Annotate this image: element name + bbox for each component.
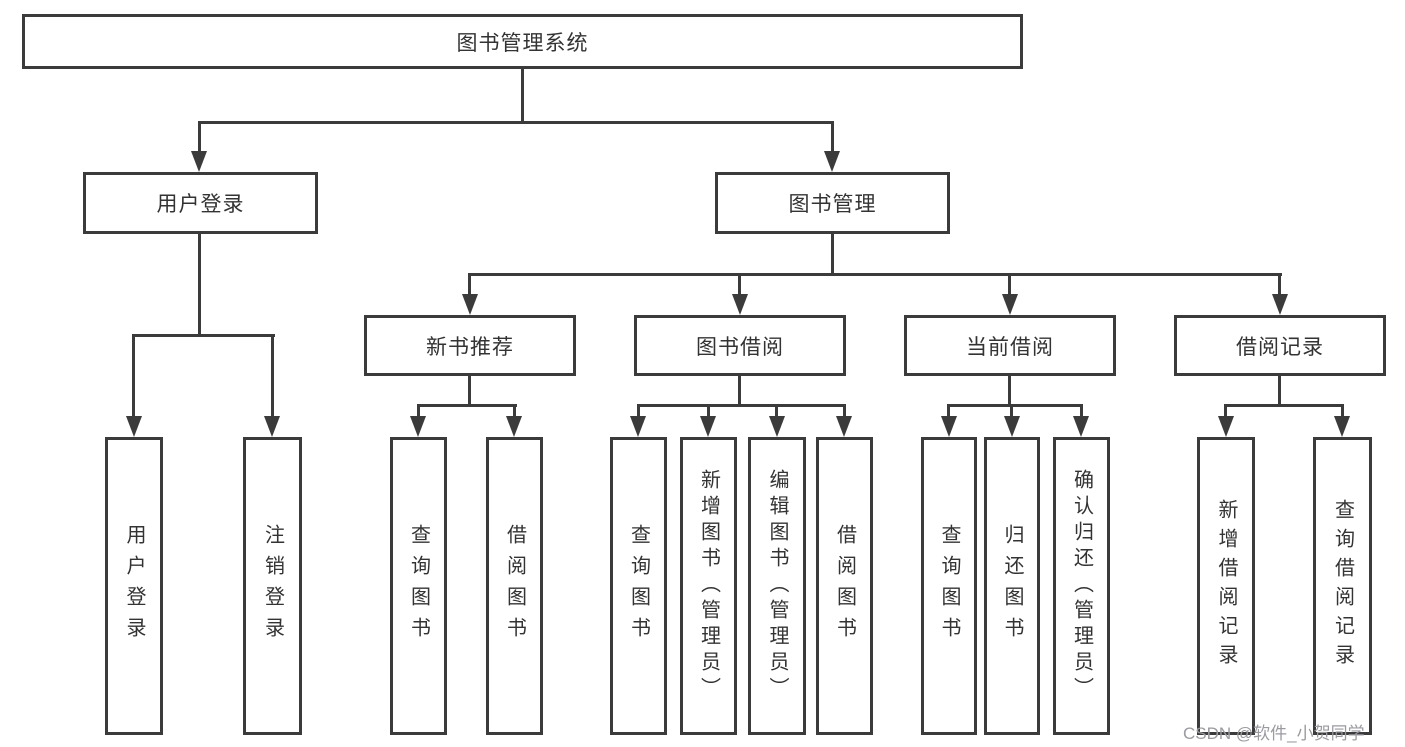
connector-line — [775, 404, 778, 420]
node-library-management-system: 图书管理系统 — [22, 14, 1023, 69]
node-leaf-confirm-return-admin: 确认归还（管理员） — [1053, 437, 1110, 735]
connector-line — [738, 273, 741, 299]
connector-line — [947, 404, 1083, 407]
node-leaf-logout: 注销登录 — [243, 437, 302, 735]
arrow-down-icon — [769, 416, 785, 437]
connector-line — [738, 375, 741, 407]
node-leaf-return-books: 归还图书 — [984, 437, 1040, 735]
arrow-down-icon — [941, 416, 957, 437]
connector-line — [1278, 375, 1281, 407]
arrow-down-icon — [732, 294, 748, 315]
connector-line — [1278, 273, 1281, 299]
connector-line — [513, 404, 516, 420]
connector-line — [521, 68, 524, 124]
arrow-down-icon — [1004, 416, 1020, 437]
connector-line — [133, 334, 275, 337]
arrow-down-icon — [1073, 416, 1089, 437]
node-new-book-recommend: 新书推荐 — [364, 315, 576, 376]
node-user-login: 用户登录 — [83, 172, 318, 234]
connector-line — [468, 273, 1282, 276]
node-leaf-add-borrow-record: 新增借阅记录 — [1197, 437, 1255, 735]
connector-line — [198, 234, 201, 337]
arrow-down-icon — [1334, 416, 1350, 437]
connector-line — [198, 121, 201, 159]
connector-line — [947, 404, 950, 420]
connector-line — [1010, 404, 1013, 420]
csdn-watermark: CSDN @软件_小贺同学 — [1183, 724, 1365, 743]
node-leaf-query-borrow-record: 查询借阅记录 — [1313, 437, 1372, 735]
connector-line — [1224, 404, 1227, 420]
node-leaf-borrow-books-recommend: 借阅图书 — [486, 437, 543, 735]
arrow-down-icon — [264, 416, 280, 437]
connector-line — [637, 404, 846, 407]
connector-line — [271, 334, 274, 422]
connector-line — [831, 121, 834, 159]
node-current-borrow: 当前借阅 — [904, 315, 1116, 376]
connector-line — [468, 375, 471, 407]
node-leaf-borrow-books: 借阅图书 — [816, 437, 873, 735]
node-leaf-query-books-recommend: 查询图书 — [390, 437, 447, 735]
arrow-down-icon — [410, 416, 426, 437]
connector-line — [468, 273, 471, 299]
connector-line — [637, 404, 640, 420]
node-book-management: 图书管理 — [715, 172, 950, 234]
connector-line — [1080, 404, 1083, 420]
arrow-down-icon — [126, 416, 142, 437]
arrow-down-icon — [700, 416, 716, 437]
node-leaf-query-books-current: 查询图书 — [921, 437, 977, 735]
node-borrow-records: 借阅记录 — [1174, 315, 1386, 376]
arrow-down-icon — [191, 151, 207, 172]
arrow-down-icon — [836, 416, 852, 437]
arrow-down-icon — [506, 416, 522, 437]
connector-line — [417, 404, 517, 407]
connector-line — [1224, 404, 1344, 407]
connector-line — [843, 404, 846, 420]
connector-line — [1008, 375, 1011, 407]
node-leaf-add-books-admin: 新增图书（管理员） — [680, 437, 737, 735]
node-leaf-query-books-borrow: 查询图书 — [610, 437, 667, 735]
connector-line — [707, 404, 710, 420]
arrow-down-icon — [1272, 294, 1288, 315]
connector-line — [132, 334, 135, 422]
node-leaf-user-login: 用户登录 — [105, 437, 163, 735]
node-book-borrow: 图书借阅 — [634, 315, 846, 376]
arrow-down-icon — [1002, 294, 1018, 315]
arrow-down-icon — [462, 294, 478, 315]
connector-line — [1008, 273, 1011, 299]
connector-line — [1341, 404, 1344, 420]
node-leaf-edit-books-admin: 编辑图书（管理员） — [748, 437, 806, 735]
arrow-down-icon — [630, 416, 646, 437]
arrow-down-icon — [824, 151, 840, 172]
connector-line — [831, 234, 834, 276]
arrow-down-icon — [1218, 416, 1234, 437]
connector-line — [417, 404, 420, 420]
connector-line — [198, 121, 834, 124]
